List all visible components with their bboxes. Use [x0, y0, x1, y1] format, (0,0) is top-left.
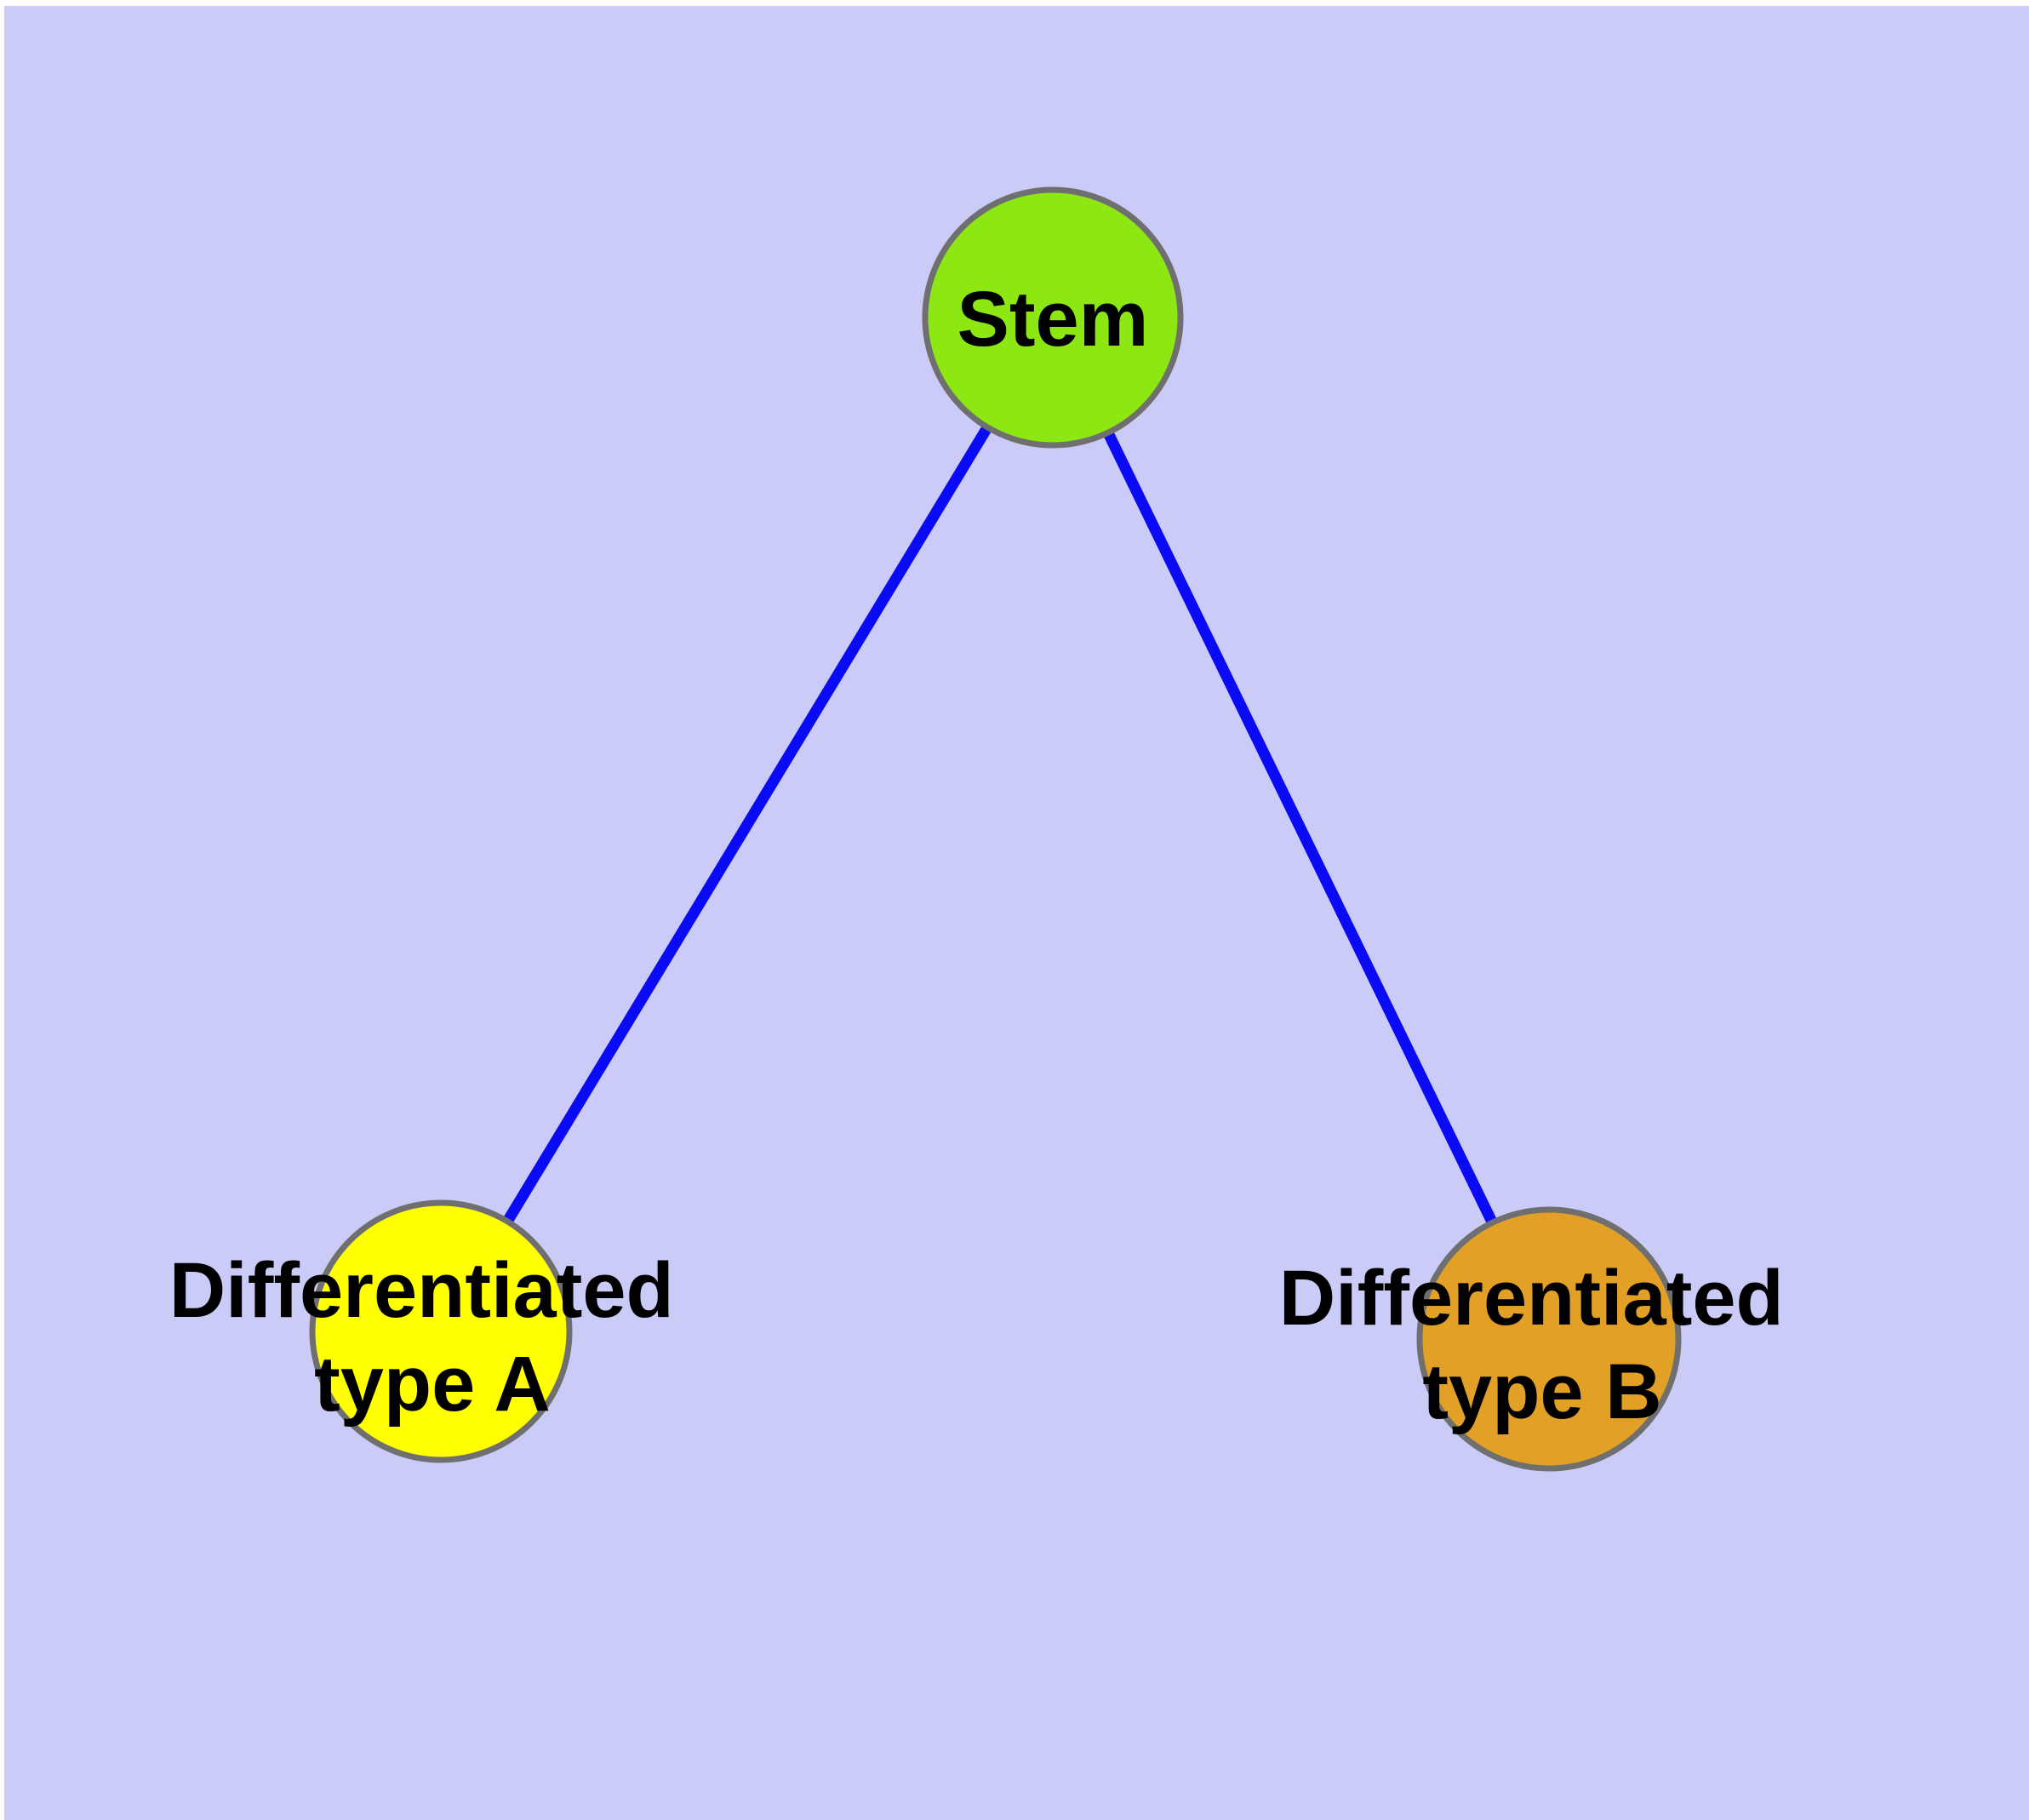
label-line: type A: [314, 1341, 551, 1428]
edge-stem-to-type-a: [436, 316, 1058, 1335]
edge-stem-to-type-b: [1048, 317, 1554, 1342]
node-label-differentiated-type-a: Differentiated type A: [169, 1247, 696, 1428]
node-label-differentiated-type-b: Differentiated type B: [1279, 1255, 1806, 1435]
label-line: Stem: [957, 276, 1149, 363]
node-stem: [922, 186, 1184, 449]
node-differentiated-type-a: [309, 1199, 573, 1463]
label-line: type B: [1422, 1348, 1661, 1435]
node-label-stem: Stem: [957, 276, 1149, 363]
label-line: Differentiated: [169, 1247, 674, 1334]
label-line: Differentiated: [1279, 1255, 1784, 1342]
node-differentiated-type-b: [1416, 1206, 1682, 1472]
